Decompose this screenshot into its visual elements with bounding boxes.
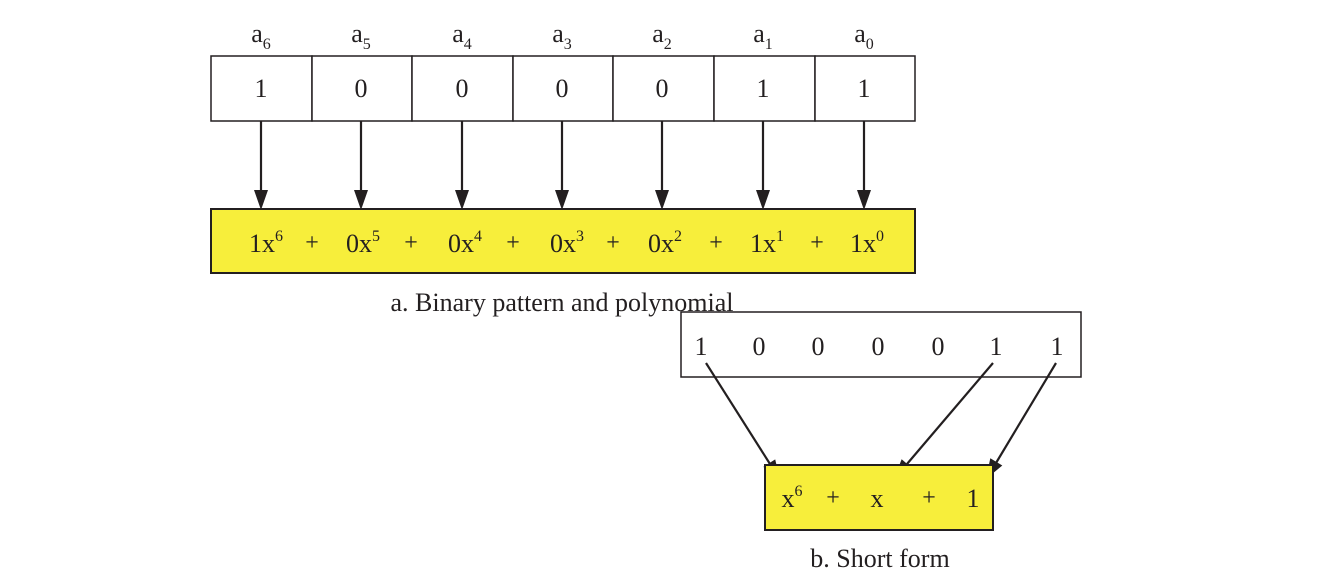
bit-label: a4 xyxy=(452,19,472,53)
poly-term: 0x5 xyxy=(346,228,380,258)
plus-sign: + xyxy=(922,485,936,511)
bit-value: 0 xyxy=(556,74,569,103)
bit-label: a1 xyxy=(753,19,773,53)
bit-cell xyxy=(612,55,715,122)
poly-term: x xyxy=(871,484,884,513)
bit-label: a0 xyxy=(854,19,874,53)
bit-value: 0 xyxy=(932,332,945,361)
caption-b: b. Short form xyxy=(810,544,949,573)
poly-term: x6 xyxy=(782,483,803,513)
short-bit-row: 1 0 0 0 0 1 1 xyxy=(695,332,1064,361)
plus-sign: + xyxy=(810,230,824,256)
plus-sign: + xyxy=(606,230,620,256)
bit-label: a6 xyxy=(251,19,271,53)
bit-value: 1 xyxy=(990,332,1003,361)
poly-term: 0x3 xyxy=(550,228,584,258)
plus-sign: + xyxy=(506,230,520,256)
poly-term: 1 xyxy=(967,484,980,513)
bit-value: 0 xyxy=(812,332,825,361)
caption-a: a. Binary pattern and polynomial xyxy=(391,288,734,317)
bit-value: 1 xyxy=(695,332,708,361)
plus-sign: + xyxy=(305,230,319,256)
plus-sign: + xyxy=(826,485,840,511)
part-a: a6 a5 a4 a3 a2 a1 a0 1 0 0 0 0 1 1 xyxy=(210,19,916,317)
arrow-head xyxy=(555,190,569,210)
bit-value: 1 xyxy=(858,74,871,103)
plus-sign: + xyxy=(709,230,723,256)
bit-value: 0 xyxy=(753,332,766,361)
bit-label: a3 xyxy=(552,19,572,53)
bit-value: 0 xyxy=(456,74,469,103)
arrow-head xyxy=(756,190,770,210)
short-form-box xyxy=(764,464,994,531)
bit-cell xyxy=(311,55,413,122)
poly-term: 1x1 xyxy=(750,228,784,258)
bit-cell xyxy=(713,55,816,122)
bit-label: a5 xyxy=(351,19,371,53)
poly-term: 0x4 xyxy=(448,228,482,258)
bit-cell xyxy=(210,55,313,122)
arrow xyxy=(995,362,1057,464)
poly-term: 1x6 xyxy=(249,228,283,258)
arrow xyxy=(906,362,994,465)
bit-to-term-arrows xyxy=(254,121,871,210)
polynomial-terms: 1x6 + 0x5 + 0x4 + 0x3 + 0x2 + 1x1 + 1x0 xyxy=(249,228,884,258)
arrow-head xyxy=(655,190,669,210)
plus-sign: + xyxy=(404,230,418,256)
arrow-head xyxy=(455,190,469,210)
bit-value: 1 xyxy=(1051,332,1064,361)
bit-cell xyxy=(411,55,514,122)
bit-value: 1 xyxy=(255,74,268,103)
polynomial-box xyxy=(210,208,916,274)
poly-term: 0x2 xyxy=(648,228,682,258)
bit-pattern-box xyxy=(680,311,1082,378)
short-form-terms: x6 + x + 1 xyxy=(782,483,980,513)
arrow-head xyxy=(254,190,268,210)
bit-value: 0 xyxy=(872,332,885,361)
bit-value: 0 xyxy=(656,74,669,103)
bit-label-row: a6 a5 a4 a3 a2 a1 a0 xyxy=(251,19,874,53)
short-form-arrows xyxy=(705,362,1057,484)
part-b: 1 0 0 0 0 1 1 x6 + x + 1 b. Short form xyxy=(680,311,1082,573)
arrow-head xyxy=(857,190,871,210)
bit-cell-row: 1 0 0 0 0 1 1 xyxy=(210,55,916,122)
poly-term: 1x0 xyxy=(850,228,884,258)
bit-value: 0 xyxy=(355,74,368,103)
arrow-head xyxy=(354,190,368,210)
bit-label: a2 xyxy=(652,19,672,53)
arrow xyxy=(705,362,771,465)
bit-value: 1 xyxy=(757,74,770,103)
